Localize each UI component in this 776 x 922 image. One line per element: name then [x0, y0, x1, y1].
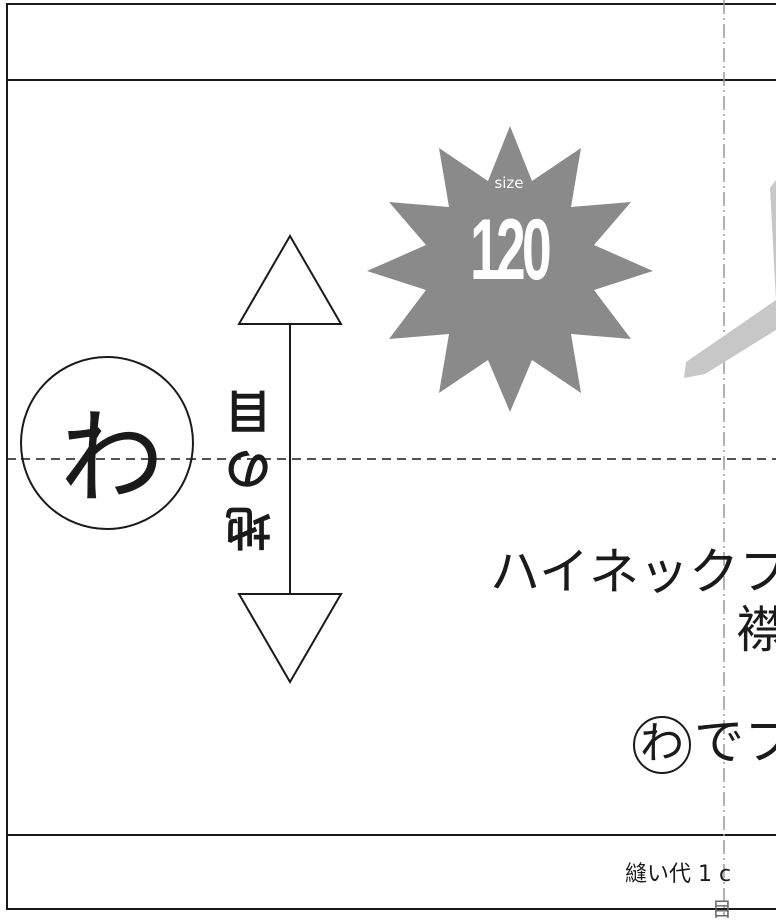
grain-label-char-3: 目: [225, 384, 271, 438]
grain-arrow-head-down: [237, 593, 343, 684]
gray-arrow-fragment: [684, 180, 776, 378]
fold-label: わ: [59, 397, 164, 519]
bottom-partial-text: 目: [712, 897, 732, 921]
title-circle: [633, 716, 691, 774]
seam-allowance-label: 縫い代 1 c: [625, 862, 732, 887]
outer-frame: [6, 3, 776, 910]
size-starburst: [367, 126, 653, 412]
title-circle-char: わ: [640, 718, 684, 769]
grain-label-char-1: 地: [225, 500, 271, 554]
grain-arrow-head-up: [237, 234, 343, 325]
title-line-3: でフ: [694, 713, 776, 771]
grain-label-char-2: の: [225, 442, 271, 496]
grain-arrow: [237, 234, 343, 684]
size-badge-label: size: [494, 174, 524, 192]
title-line-2: 襟: [736, 601, 776, 659]
fold-circle: [20, 356, 194, 530]
size-badge-number: 120: [470, 202, 552, 298]
title-line-1: ハイネックフ: [490, 543, 776, 601]
grain-label: 地 の 目: [224, 364, 272, 556]
